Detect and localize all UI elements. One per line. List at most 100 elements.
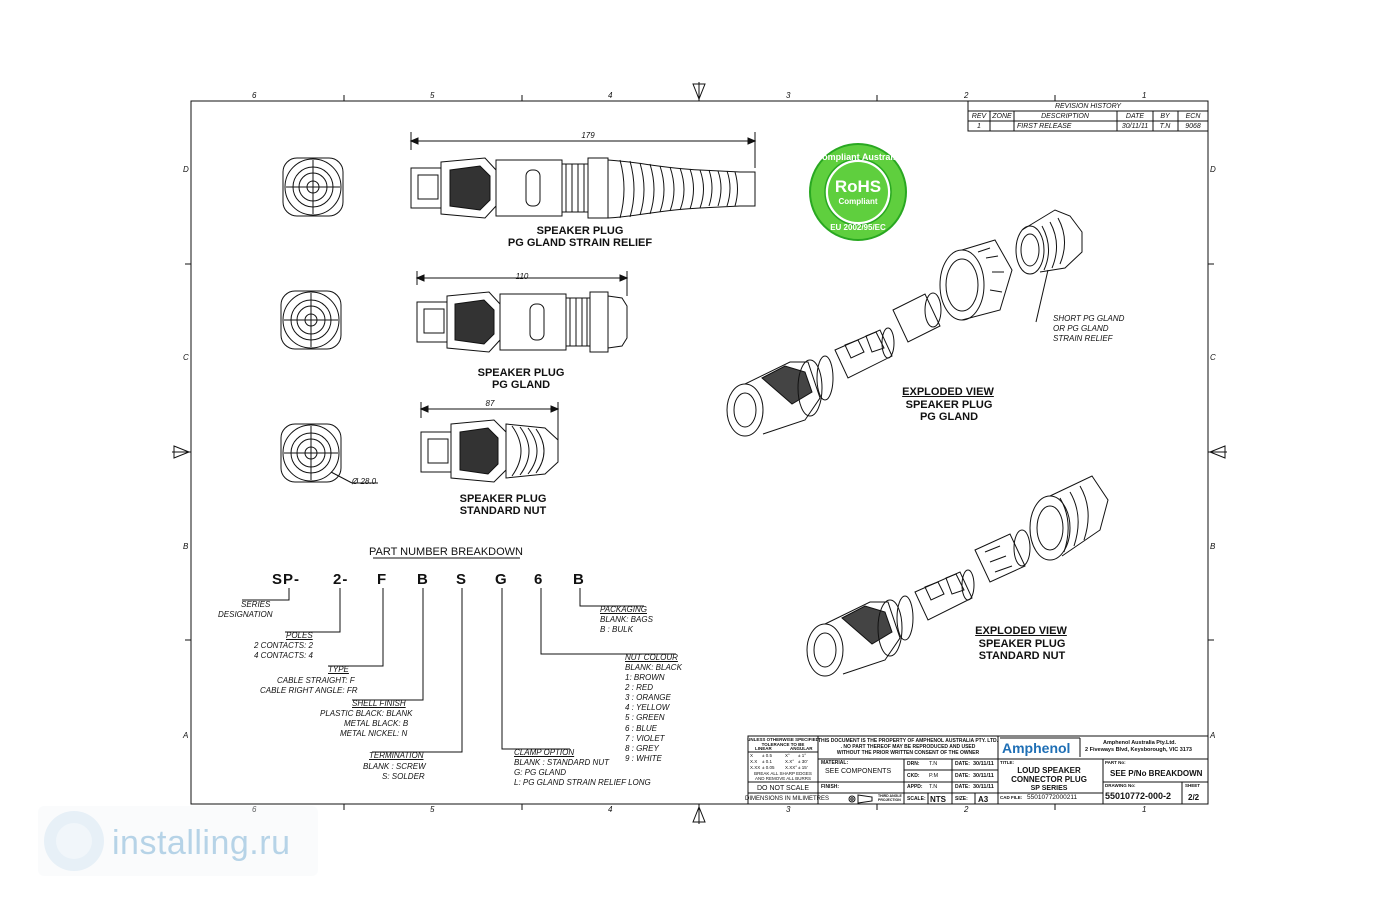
code-shell: B [417, 571, 429, 588]
row-label-b-right: B [1210, 542, 1216, 551]
part-no-value: SEE P/No BREAKDOWN [1110, 769, 1203, 778]
company-address: 2 Fiveways Blvd, Keysborough, VIC 3173 [1085, 747, 1192, 753]
drn-label: DRN: [907, 761, 920, 767]
title-line-2: CONNECTOR PLUG [1011, 775, 1087, 784]
drawing-no-label: DRAWING No: [1105, 783, 1136, 788]
nut-item-9: 8 : GREY [625, 744, 659, 753]
date-label-1: DATE: [955, 761, 970, 767]
ecn-value: 9068 [1185, 123, 1201, 130]
drn-value: T.N [929, 761, 938, 767]
finish-label: FINISH: [821, 784, 840, 790]
revision-title: REVISION HISTORY [1054, 103, 1122, 110]
row-label-a: A [183, 731, 189, 740]
nut-item-7: 6 : BLUE [625, 724, 658, 733]
tol-title-2: TOLERANCE TO BE [761, 742, 805, 747]
code-poles: 2- [333, 571, 349, 588]
nut-item-8: 7 : VIOLET [625, 734, 665, 743]
nut-item-5: 4 : YELLOW [625, 703, 670, 712]
code-nut: 6 [534, 571, 544, 588]
date-value: 30/11/11 [1121, 123, 1149, 130]
scale-value: NTS [930, 795, 946, 804]
tol-row2-c: X.X° [785, 759, 795, 764]
cad-value: 550107720002​11 [1027, 794, 1078, 801]
rohs-top-text: Compliant Australia [815, 152, 901, 162]
break-edges-2: AND REMOVE ALL BURRS [754, 776, 812, 781]
tol-row1-a: X [750, 753, 754, 758]
sheet-label: SHEET [1185, 783, 1201, 788]
tol-linear: LINEAR [755, 746, 772, 751]
amphenol-logo: Amphenol [1002, 740, 1071, 756]
row-label-c: C [183, 353, 189, 362]
tol-row3-a: X.XX [750, 765, 761, 770]
series-label-2: DESIGNATION [218, 610, 273, 619]
date-label-3: DATE: [955, 784, 970, 790]
shell-item-3: METAL NICKEL: N [340, 729, 408, 738]
material-value: SEE COMPONENTS [825, 768, 892, 775]
size-value: A3 [978, 795, 989, 804]
clamp-item-3: L: PG GLAND STRAIN RELIEF LONG [514, 778, 651, 787]
nut-title: NUT COLOUR [625, 653, 678, 662]
rohs-main-text: RoHS [834, 177, 882, 196]
packaging-item-1: BLANK: BAGS [600, 615, 653, 624]
code-series: SP- [272, 571, 301, 588]
title-label: TITLE: [1000, 760, 1014, 765]
exploded2-label-1: SPEAKER PLUG [978, 638, 1066, 650]
size-label: SIZE: [955, 796, 968, 802]
ecn-header: ECN [1185, 113, 1201, 120]
code-clamp: G [495, 571, 508, 588]
view2-label-2: PG GLAND [491, 379, 551, 391]
appd-value: T.N [929, 784, 938, 790]
date-value-1: 30/11/11 [973, 761, 994, 767]
watermark-logo-icon [38, 806, 318, 876]
shell-title: SHELL FINISH [352, 699, 406, 708]
termination-title: TERMINATION [369, 751, 424, 760]
rev-value: 1 [977, 123, 981, 130]
projection-1: THIRD ANGLE [878, 794, 902, 798]
dim-87: 87 [485, 399, 495, 408]
nut-item-2: 1: BROWN [625, 673, 665, 682]
exploded1-label-2: PG GLAND [919, 411, 979, 423]
type-title: TYPE [328, 665, 349, 674]
packaging-title: PACKAGING [600, 605, 647, 614]
col-label-5: 5 [430, 91, 435, 100]
view3-label-1: SPEAKER PLUG [459, 493, 547, 505]
code-termination: S [456, 571, 468, 588]
poles-item-1: 2 CONTACTS: 2 [254, 641, 313, 650]
tol-row3-d: ± 15' [798, 765, 808, 770]
company-name: Amphenol Australia Pty.Ltd. [1103, 740, 1177, 746]
exploded1-note-1: SHORT PG GLAND [1053, 314, 1125, 323]
dim-110: 110 [515, 272, 529, 281]
tol-angular: ANGULAR [790, 746, 813, 751]
series-label-1: SERIES [241, 600, 271, 609]
rev-header: REV [971, 113, 987, 120]
description-header: DESCRIPTION [1041, 113, 1089, 120]
col-label-1: 1 [1142, 91, 1147, 100]
part-no-label: PART No: [1105, 760, 1126, 765]
projection-2: PROJECTION [878, 798, 901, 802]
row-label-a-right: A [1210, 731, 1216, 740]
col-label-2-bottom: 2 [964, 805, 969, 814]
part-number-title: PART NUMBER BREAKDOWN [368, 546, 524, 558]
material-label: MATERIAL: [821, 760, 849, 766]
tol-title-1: UNLESS OTHERWISE SPECIFIED [747, 737, 819, 742]
code-packaging: B [573, 571, 585, 588]
nut-item-10: 9 : WHITE [625, 754, 662, 763]
appd-label: APPD: [907, 784, 923, 790]
nut-item-6: 5 : GREEN [625, 713, 665, 722]
exploded1-note-2: OR PG GLAND [1053, 324, 1109, 333]
title-line-1: LOUD SPEAKER [1017, 766, 1081, 775]
row-label-c-right: C [1210, 353, 1216, 362]
col-label-5-bottom: 5 [430, 805, 435, 814]
tol-row2-d: ± 30' [798, 759, 808, 764]
poles-item-2: 4 CONTACTS: 4 [254, 651, 313, 660]
ckd-value: P.M [929, 773, 939, 779]
termination-item-2: S: SOLDER [382, 772, 425, 781]
packaging-item-2: B : BULK [600, 625, 633, 634]
property-line-2: . NO PART THEREOF MAY BE REPRODUCED AND … [840, 744, 976, 750]
col-label-6-bottom: 6 [252, 806, 256, 814]
shell-item-1: PLASTIC BLACK: BLANK [320, 709, 413, 718]
rohs-bottom-text: EU 2002/95/EC [830, 223, 886, 232]
clamp-item-1: BLANK : STANDARD NUT [514, 758, 609, 767]
type-item-1: CABLE STRAIGHT: F [277, 676, 355, 685]
